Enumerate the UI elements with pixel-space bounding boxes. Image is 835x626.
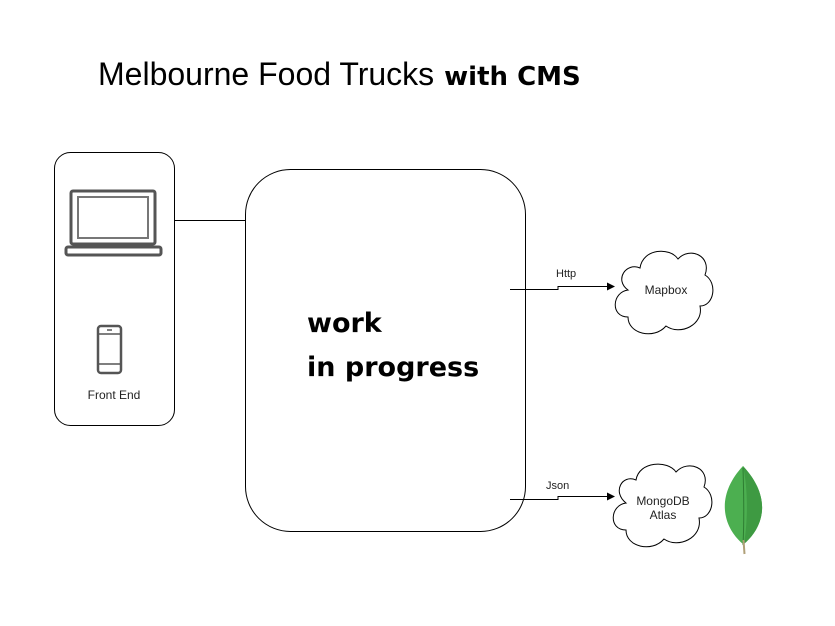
json-arrow bbox=[510, 492, 615, 501]
mongodb-label: MongoDB Atlas bbox=[620, 494, 706, 522]
title-main-text: Melbourne Food Trucks bbox=[98, 56, 435, 92]
title-suffix-text: with CMS bbox=[444, 62, 581, 92]
diagram-title: Melbourne Food Trucks with CMS bbox=[98, 56, 581, 93]
mongodb-label-line2: Atlas bbox=[649, 508, 677, 522]
mapbox-label: Mapbox bbox=[644, 283, 688, 297]
mongodb-label-line1: MongoDB bbox=[636, 494, 690, 508]
mongodb-leaf-icon bbox=[724, 466, 763, 555]
main-box-text: work in progress bbox=[307, 302, 479, 390]
http-arrow bbox=[510, 282, 615, 291]
laptop-icon bbox=[64, 189, 163, 257]
frontend-label: Front End bbox=[87, 388, 141, 402]
main-box-line1: work bbox=[307, 308, 382, 339]
main-box bbox=[245, 169, 526, 532]
json-label: Json bbox=[546, 480, 570, 492]
smartphone-icon bbox=[96, 324, 123, 375]
http-label: Http bbox=[556, 268, 577, 280]
mapbox-cloud bbox=[614, 250, 714, 335]
main-box-line2: in progress bbox=[307, 352, 480, 383]
mongodb-cloud bbox=[612, 463, 713, 548]
